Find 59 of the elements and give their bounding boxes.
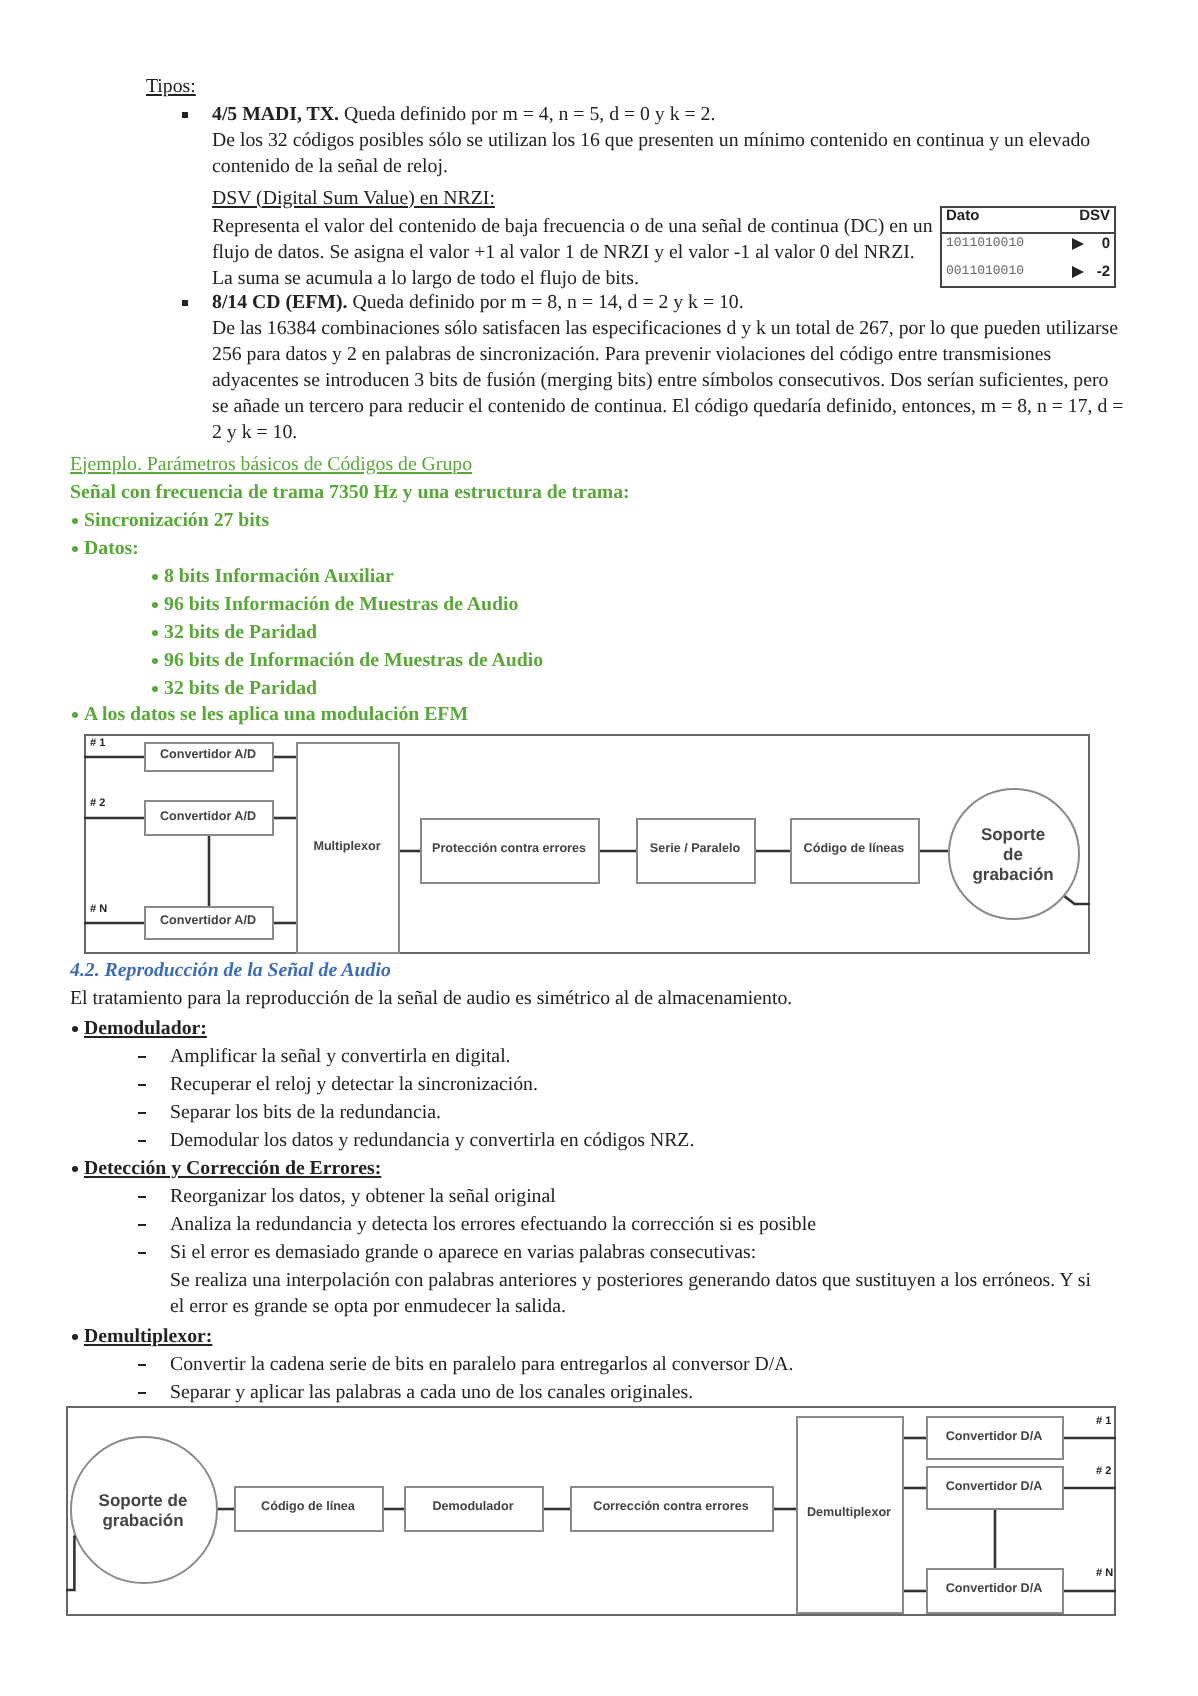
section-heading: DSV (Digital Sum Value) en NRZI:	[212, 185, 495, 211]
storage-circle: Soporte de grabación	[947, 787, 1079, 919]
storage-circle: Soporte de grabación	[69, 1435, 217, 1583]
connector-line	[756, 849, 790, 853]
section-heading: Ejemplo. Parámetros básicos de Códigos de Grupo	[70, 451, 473, 477]
list-item: A los datos se les aplica una modulación EFM	[84, 701, 469, 727]
diagram-frame	[84, 734, 1090, 954]
connector-line	[920, 849, 948, 853]
paragraph: Representa el valor del contenido de baja frecuencia o de una señal de continua (DC) en un flujo de datos. Se asigna el valor +1 al valor 1 de NRZI y el valor -1 al valor 0 del NRZI. La suma se acumula a lo largo de todo el flujo de bits.	[212, 213, 935, 291]
connector-line	[544, 1507, 570, 1511]
connector-line	[274, 755, 296, 759]
list-heading: Demultiplexor:	[84, 1323, 213, 1349]
list-item: Amplificar la señal y convertirla en digital.	[170, 1043, 511, 1069]
paragraph: El tratamiento para la reproducción de la señal de audio es simétrico al de almacenamiento.	[70, 985, 793, 1011]
connector-line	[1064, 1436, 1116, 1440]
connector-line	[207, 836, 211, 906]
connector-line	[274, 816, 296, 820]
connector-line	[774, 1507, 796, 1511]
paragraph: Se realiza una interpolación con palabras anteriores y posteriores generando datos que sustituyen a los erróneos. Y si el error es grande se opta por enmudecer la salida.	[170, 1267, 1093, 1319]
list-item: Demodular los datos y redundancia y convertirla en códigos NRZ.	[170, 1127, 695, 1153]
paragraph: De las 16384 combinaciones sólo satisfacen las especificaciones d y k un total de 267, por lo que pueden utilizarse 256 para datos y 2 en palabras de sincronización. Para prevenir violaciones del código entre transmisiones adyacentes se introducen 3 bits de fusión (merging bits) entre símbolos consecutivos. Dos serían suficientes, pero se añade un tercero para reducir el contenido de continua. El código quedaría definido, entonces, m = 8, n = 17, d = 2 y k = 10.	[212, 315, 1124, 445]
section-heading: 4.2. Reproducción de la Señal de Audio	[70, 957, 391, 983]
connector-line	[993, 1510, 997, 1568]
list-item: Analiza la redundancia y detecta los errores efectuando la corrección si es posible	[170, 1211, 816, 1237]
connector-line	[1064, 1486, 1116, 1490]
section-heading: Tipos:	[146, 73, 196, 99]
list-item: Reorganizar los datos, y obtener la señal original	[170, 1183, 556, 1209]
paragraph: Señal con frecuencia de trama 7350 Hz y una estructura de trama:	[70, 479, 630, 505]
connector-line	[1064, 1589, 1116, 1593]
list-item: Datos:	[84, 535, 139, 561]
connector-line	[400, 849, 420, 853]
list-heading: Demodulador:	[84, 1015, 207, 1041]
connector-line	[904, 1589, 926, 1593]
connector-line	[1063, 895, 1090, 906]
diagram-frame	[66, 1406, 1116, 1616]
list-item: Sincronización 27 bits	[84, 507, 270, 533]
connector-line	[274, 921, 296, 925]
paragraph: 4/5 MADI, TX. Queda definido por m = 4, n = 5, d = 0 y k = 2.	[212, 101, 716, 127]
list-item: 32 bits de Paridad	[164, 675, 318, 701]
list-item: 96 bits Información de Muestras de Audio	[164, 591, 519, 617]
connector-line	[84, 755, 144, 759]
list-item: Convertir la cadena serie de bits en paralelo para entregarlos al conversor D/A.	[170, 1351, 794, 1377]
connector-line	[384, 1507, 404, 1511]
connector-line	[66, 1535, 76, 1592]
connector-line	[600, 849, 636, 853]
list-item: 32 bits de Paridad	[164, 619, 318, 645]
list-item: 96 bits de Información de Muestras de Audio	[164, 647, 544, 673]
list-heading: Detección y Corrección de Errores:	[84, 1155, 382, 1181]
list-item: Separar los bits de la redundancia.	[170, 1099, 441, 1125]
connector-line	[904, 1436, 926, 1440]
connector-line	[84, 921, 144, 925]
paragraph: 8/14 CD (EFM). Queda definido por m = 8, n = 14, d = 2 y k = 10.	[212, 289, 744, 315]
list-item: 8 bits Información Auxiliar	[164, 563, 394, 589]
paragraph: De los 32 códigos posibles sólo se utilizan los 16 que presenten un mínimo contenido en continua y un elevado contenido de la señal de reloj.	[212, 127, 1093, 179]
connector-line	[904, 1486, 926, 1490]
list-item: Si el error es demasiado grande o aparece en varias palabras consecutivas:	[170, 1239, 757, 1265]
connector-line	[84, 816, 144, 820]
list-item: Recuperar el reloj y detectar la sincronización.	[170, 1071, 538, 1097]
list-item: Separar y aplicar las palabras a cada uno de los canales originales.	[170, 1379, 694, 1405]
